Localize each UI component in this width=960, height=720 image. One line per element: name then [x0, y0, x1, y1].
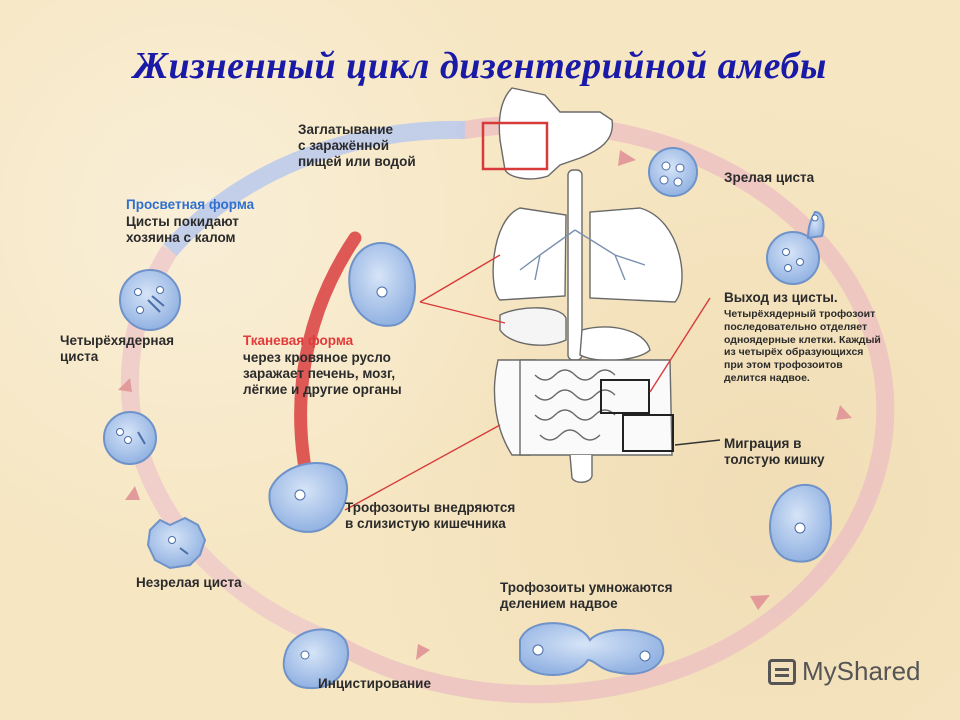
mouth-highlight-box [481, 121, 549, 171]
four-nucleus-cyst-icon [119, 269, 181, 331]
human-digestive-system [492, 87, 683, 483]
ring-arrow-icon [618, 150, 636, 166]
label-excystation-title: Выход из цисты. [724, 290, 838, 305]
label-tissue-form-desc: через кровяное русло заражает печень, мо… [243, 350, 402, 397]
small-intestine-box [600, 379, 650, 414]
label-encystation: Инцистирование [318, 676, 431, 691]
encysting-amoeba-icon [282, 628, 350, 690]
page-title: Жизненный цикл дизентерийной амебы [133, 45, 827, 87]
site-logo[interactable]: MyShared [768, 656, 921, 687]
label-luminal-form-title: Просветная форма [126, 197, 255, 212]
label-tissue-form-title: Тканевая форма [243, 333, 354, 348]
label-multiply: Трофозоиты умножаются делением надвое [500, 580, 673, 611]
label-mature-cyst: Зрелая циста [724, 170, 815, 185]
dividing-trophozoite-icon [519, 622, 665, 676]
mature-cyst-icon [648, 147, 698, 197]
excysting-cyst-icon [766, 210, 825, 285]
ring-arrow-icon [125, 486, 140, 500]
immature-cyst-icon [146, 516, 207, 570]
label-immature-cyst: Незрелая циста [136, 575, 242, 590]
trophozoite-icon [769, 483, 832, 563]
ring-arrow-icon [118, 378, 132, 392]
cyst-icon [103, 411, 157, 465]
tissue-trophozoite-icon [348, 242, 416, 327]
large-intestine-box [622, 414, 674, 452]
ring-arrow-icon [750, 595, 770, 610]
label-invade: Трофозоиты внедряются в слизистую кишечн… [345, 500, 516, 531]
presentation-board-icon [768, 658, 796, 685]
pointer-lines [344, 254, 711, 511]
label-excystation-desc: Четырёхядерный трофозоит последовательно… [724, 308, 881, 384]
label-ingestion: Заглатывание с заражённой пищей или водо… [298, 122, 416, 169]
invading-trophozoite-icon [268, 461, 349, 533]
label-luminal-form-desc: Цисты покидают хозяина с калом [126, 214, 239, 245]
logo-text: MyShared [802, 656, 921, 686]
label-four-nucleus-cyst: Четырёхядерная циста [60, 333, 174, 364]
pointer-lines-dark [674, 439, 721, 446]
ring-arrow-icon [416, 644, 430, 660]
ring-arrow-icon [836, 405, 852, 420]
label-migration: Миграция в толстую кишку [724, 436, 825, 467]
